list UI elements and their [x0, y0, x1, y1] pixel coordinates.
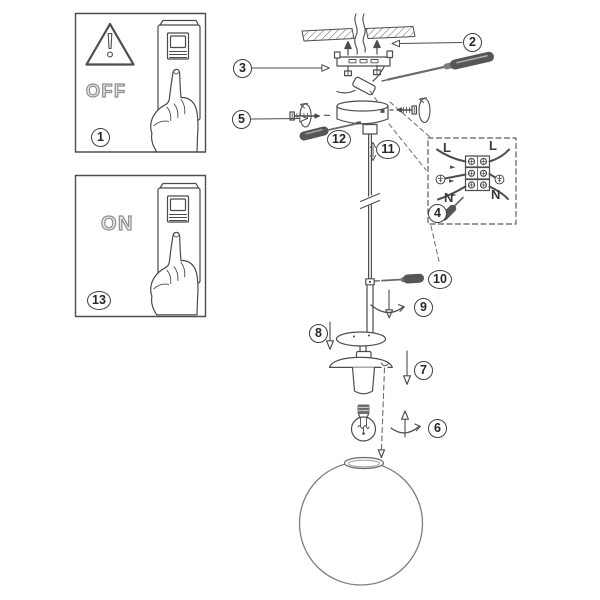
- move-arrow-11-icon: [370, 142, 376, 161]
- glass-globe: [298, 456, 424, 586]
- suspension-rod: [359, 133, 381, 333]
- step-badge-11: 11: [376, 140, 400, 159]
- arrow-8-icon: [326, 321, 334, 350]
- step-badge-5: 5: [232, 110, 251, 129]
- step-badge-2: 2: [463, 33, 482, 52]
- wire-connector: [336, 66, 385, 96]
- ground-symbol-left: [435, 174, 446, 185]
- rod-break-mark: [359, 192, 381, 210]
- step-badge-12: 12: [327, 130, 351, 149]
- step-badge-6: 6: [428, 419, 447, 438]
- switch-hand-on-icon: [150, 182, 201, 316]
- live-label-left: L: [443, 140, 451, 155]
- step-badge-10: 10: [428, 270, 452, 289]
- alignment-dashed-line: [377, 367, 386, 459]
- callout-leader-lines: [250, 39, 463, 123]
- socket-cover: [328, 356, 393, 395]
- ceiling: [301, 13, 416, 55]
- ceiling-canopy: [336, 100, 389, 135]
- step-badge-1: 1: [91, 128, 110, 147]
- step-badge-7: 7: [414, 361, 433, 380]
- arrow-7-icon: [403, 350, 411, 385]
- off-label: OFF: [85, 80, 127, 101]
- panel-off-frame: [74, 12, 207, 153]
- rotate-down-icon: [370, 289, 405, 319]
- ground-symbol-right: [494, 174, 505, 185]
- terminal-block: [464, 155, 491, 192]
- step-badge-13: 13: [87, 291, 111, 310]
- set-screw-right: [389, 97, 431, 124]
- step-badge-8: 8: [309, 324, 328, 343]
- live-label-right: L: [489, 138, 497, 153]
- screwdriver-top-icon: [381, 51, 494, 82]
- neutral-label-left: N: [444, 190, 454, 205]
- step-badge-3: 3: [233, 59, 252, 78]
- screwdriver-12-icon: [299, 123, 356, 141]
- screwdriver-10-icon: [373, 273, 424, 284]
- upper-canopy-disc: [335, 331, 387, 360]
- warning-triangle-icon: [85, 22, 135, 66]
- socket-sleeve: [351, 366, 376, 395]
- step-badge-9: 9: [414, 298, 433, 317]
- on-label: ON: [100, 212, 134, 235]
- light-bulb-icon: [350, 404, 377, 442]
- panel-on-frame: [74, 174, 207, 318]
- rotate-up-icon: [390, 410, 421, 438]
- mounting-bracket: [333, 50, 394, 67]
- switch-hand-off-icon: [150, 19, 201, 153]
- mounting-screws: [344, 39, 382, 77]
- detail-leader-lines: [369, 90, 440, 262]
- neutral-label-right: N: [491, 187, 501, 202]
- set-screw-left: [289, 102, 331, 128]
- step-badge-4: 4: [428, 204, 447, 223]
